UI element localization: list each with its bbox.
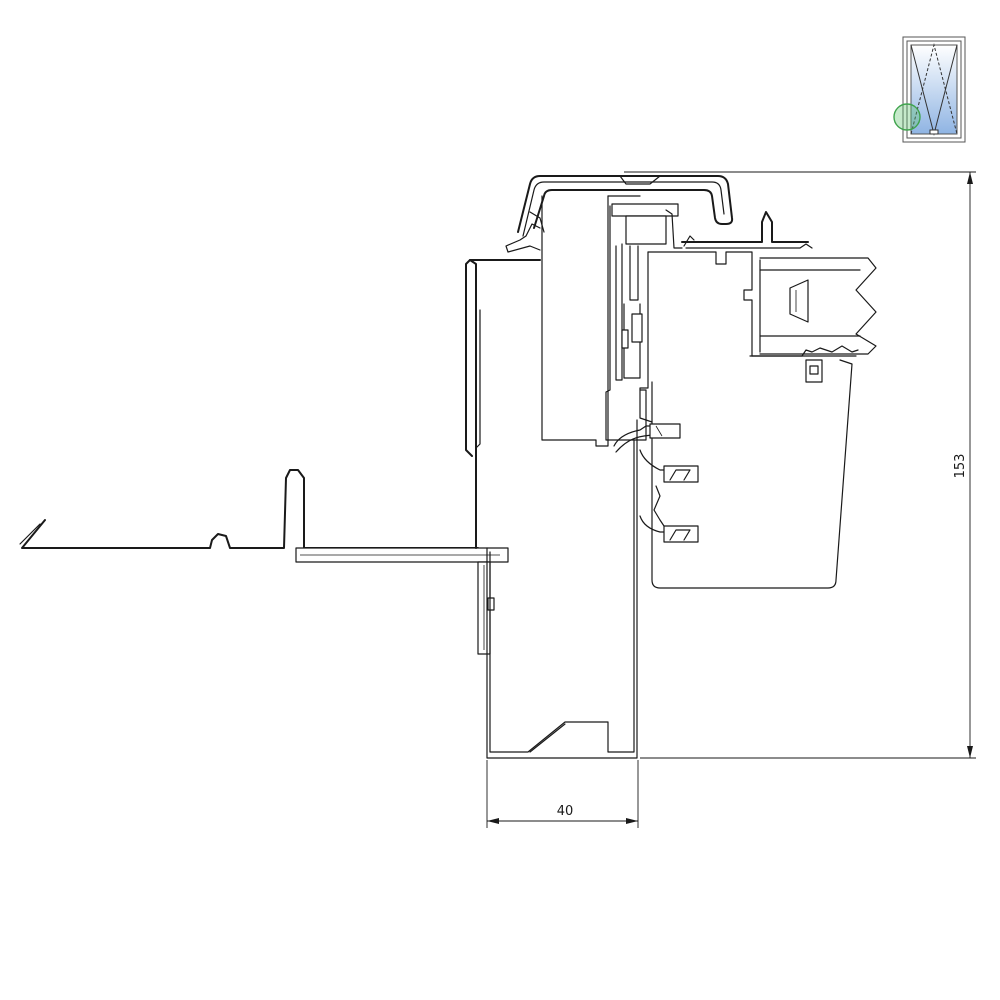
width-dimension-label: 40 (557, 804, 574, 819)
sash-frame-body (639, 211, 859, 423)
sash-profile (605, 203, 683, 441)
tilt-window-thumbnail-icon (902, 36, 966, 143)
sill-flashing (19, 469, 479, 549)
hardware-seals (613, 423, 699, 543)
sill-bottom-profile (295, 547, 509, 655)
height-dimension-label: 153 (953, 454, 968, 479)
outer-frame-flashing (465, 259, 541, 549)
top-cover-cap (517, 175, 734, 237)
glass-unit (759, 257, 877, 355)
sash-lower-body (651, 359, 853, 589)
frame-chamber-block (505, 195, 641, 447)
height-dimension (624, 171, 976, 759)
section-position-marker-icon (893, 103, 921, 131)
width-dimension (486, 760, 639, 828)
main-frame-profile (486, 419, 638, 759)
